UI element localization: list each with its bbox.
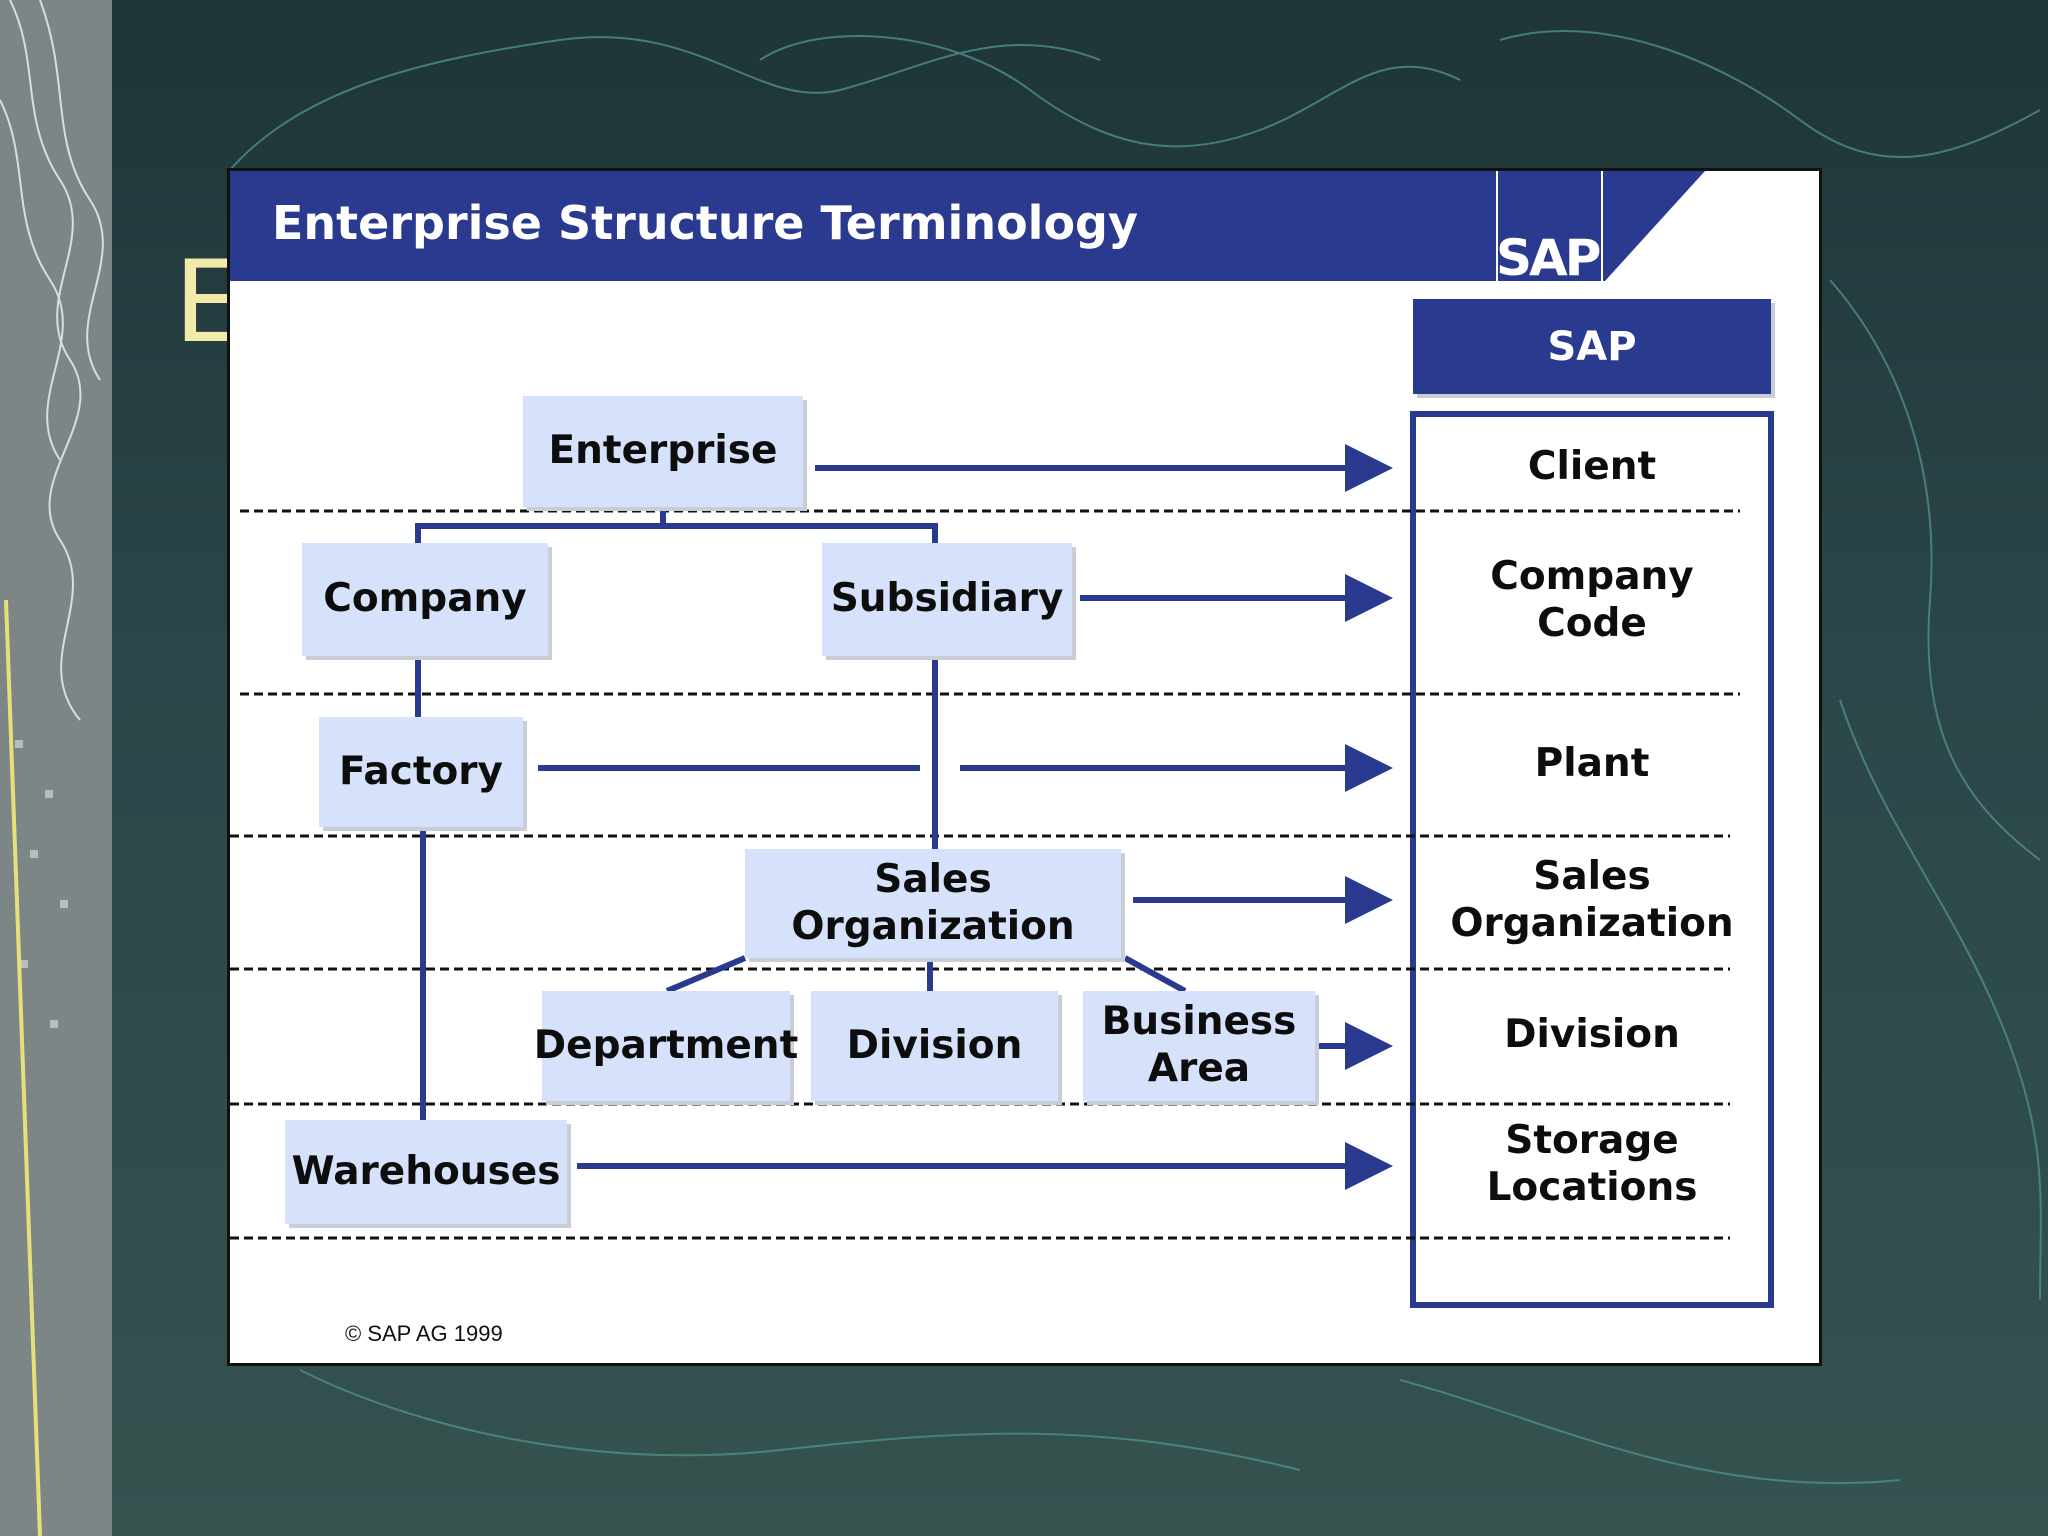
business-area-label-line1: Business — [1101, 999, 1297, 1045]
sap-term-company-code-line2: Code — [1537, 600, 1647, 646]
sales-organization-label-line1: Sales — [874, 856, 992, 902]
company-label: Company — [323, 576, 527, 622]
company-box: Company — [302, 543, 548, 656]
sap-term-division-text: Division — [1504, 1012, 1680, 1057]
sap-term-storage-locations-line1: Storage — [1505, 1118, 1679, 1163]
sap-column-header: SAP — [1413, 299, 1771, 394]
title-bar — [230, 171, 1705, 281]
enterprise-label: Enterprise — [548, 428, 778, 474]
hierarchy-connectors — [415, 507, 1187, 1120]
division-box: Division — [811, 991, 1058, 1101]
sap-term-sales-organization: Sales Organization — [1418, 854, 1766, 948]
department-label: Department — [533, 1022, 799, 1068]
sap-term-division: Division — [1418, 1012, 1766, 1059]
factory-box: Factory — [319, 717, 523, 827]
subsidiary-box: Subsidiary — [822, 543, 1072, 656]
enterprise-box: Enterprise — [523, 396, 803, 507]
business-area-box: Business Area — [1083, 991, 1315, 1101]
subsidiary-label: Subsidiary — [830, 576, 1064, 622]
sap-term-company-code-line1: Company — [1490, 554, 1694, 599]
division-label: Division — [846, 1022, 1023, 1068]
factory-label: Factory — [339, 748, 503, 794]
business-area-label-line2: Area — [1147, 1046, 1251, 1091]
sap-term-company-code: Company Code — [1418, 554, 1766, 648]
mapping-arrows — [538, 444, 1393, 1190]
sap-term-storage-locations: Storage Locations — [1418, 1118, 1766, 1212]
sap-term-sales-organization-line1: Sales — [1533, 854, 1651, 899]
sap-term-client-text: Client — [1527, 444, 1657, 489]
sap-term-client: Client — [1418, 444, 1766, 491]
sap-logo: SAP — [1496, 229, 1601, 287]
warehouses-label: Warehouses — [291, 1148, 561, 1194]
sap-term-sales-organization-line2: Organization — [1450, 900, 1734, 946]
warehouses-box: Warehouses — [285, 1120, 567, 1224]
sales-organization-box: Sales Organization — [745, 849, 1121, 958]
department-box: Department — [534, 991, 798, 1101]
sap-term-storage-locations-line2: Locations — [1486, 1164, 1698, 1210]
sap-column-frame — [1410, 411, 1774, 1308]
copyright-notice: © SAP AG 1999 — [345, 1321, 503, 1346]
row-separators — [230, 509, 1740, 1240]
sales-organization-label-line2: Organization — [791, 903, 1075, 949]
diagram-lines — [230, 171, 1774, 1308]
slide-title: Enterprise Structure Terminology — [272, 196, 1138, 250]
sap-term-plant: Plant — [1418, 741, 1766, 788]
diagram-slide: Enterprise Structure Terminology SAP Ent… — [227, 168, 1822, 1366]
sap-term-plant-text: Plant — [1534, 741, 1650, 786]
